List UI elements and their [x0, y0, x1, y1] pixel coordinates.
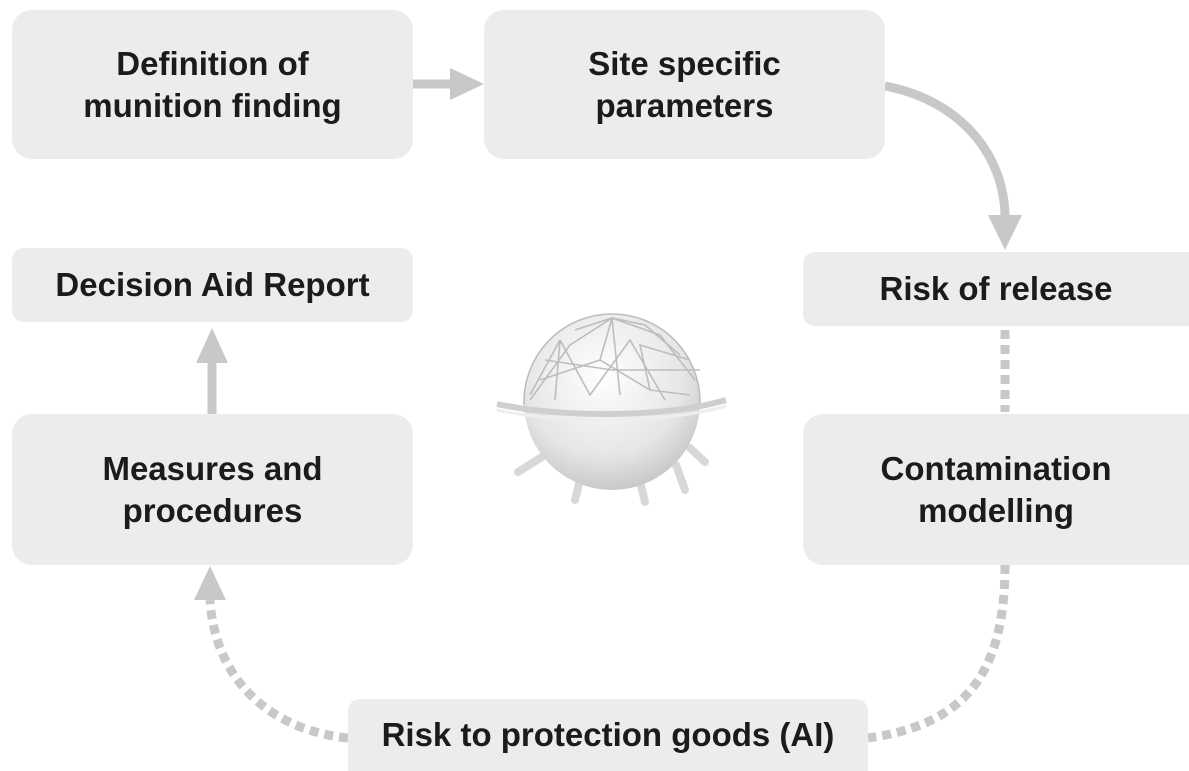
- node-definition: Definition of munition finding: [12, 10, 413, 159]
- edge-definition-site: [413, 68, 484, 100]
- node-contamination-line2: modelling: [918, 491, 1074, 529]
- node-definition-line1: Definition of: [116, 44, 309, 82]
- edge-protection-measures: [194, 566, 349, 743]
- node-measures-line2: procedures: [122, 491, 303, 529]
- node-measures-procedures: Measures and procedures: [12, 414, 413, 565]
- edge-site-release: [884, 81, 1022, 250]
- node-measures-line1: Measures and: [102, 449, 323, 487]
- node-site-line1: Site specific: [588, 44, 781, 82]
- node-risk-to-protection-goods: Risk to protection goods (AI): [348, 699, 868, 771]
- node-risk-of-release: Risk of release: [803, 252, 1189, 326]
- node-definition-line2: munition finding: [83, 86, 342, 124]
- node-release-label: Risk of release: [879, 270, 1113, 307]
- node-report-label: Decision Aid Report: [55, 266, 370, 303]
- edge-contamination-protection: [867, 564, 1010, 743]
- mine-sphere-icon: [496, 313, 727, 506]
- node-site-parameters: Site specific parameters: [484, 10, 885, 159]
- node-contamination-line1: Contamination: [880, 449, 1112, 487]
- node-decision-aid-report: Decision Aid Report: [12, 248, 413, 322]
- node-site-line2: parameters: [595, 86, 774, 124]
- node-contamination-modelling: Contamination modelling: [803, 414, 1189, 565]
- node-protection-label: Risk to protection goods (AI): [381, 716, 835, 753]
- edge-measures-report: [196, 328, 228, 414]
